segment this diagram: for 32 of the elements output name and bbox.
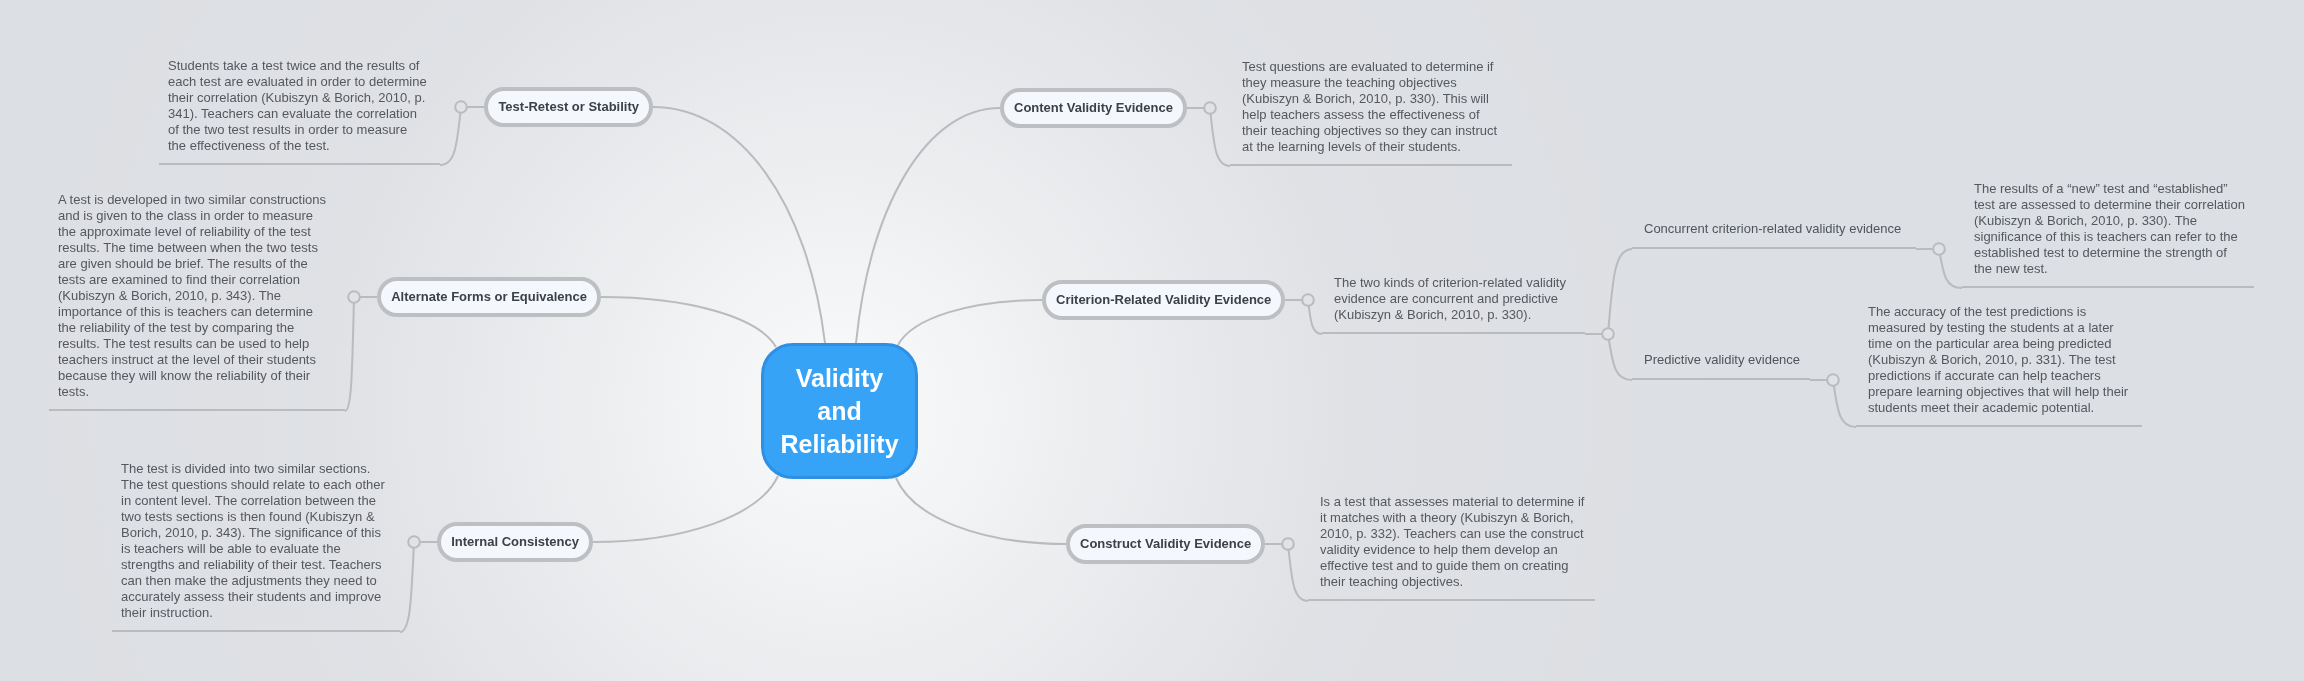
topic-node: Construct Validity Evidence bbox=[1066, 524, 1266, 564]
connector-line bbox=[399, 541, 438, 633]
topic-node: Alternate Forms or Equivalence bbox=[377, 277, 601, 317]
connector-line bbox=[1186, 107, 1231, 167]
topic-node: Internal Consistency bbox=[437, 522, 593, 562]
connector-line bbox=[1284, 299, 1323, 335]
topic-note: The accuracy of the test predictions is measured by testing the students at a later time on the particular area being predicted (Kubiszyn & Borich, 2010, p. 331). The test predictions if accurate can help teachers prepare learning objectives that will help their students meet their academic potential. bbox=[1856, 304, 2142, 427]
connector-line bbox=[897, 299, 1043, 346]
connector-line bbox=[439, 106, 485, 166]
topic-note: A test is developed in two similar constructions and is given to the class in order to measure the approximate level of reliability of the test results. The time between when the two tests are given should be brief. The results of the tests are examined to find their correlation (Kubiszyn & Borich, 2010, p. 343). The importance of this is teachers can determine the reliability of the test by comparing the results. The test results can be used to help teachers instruct at the level of their students because they will know the reliability of their tests. bbox=[49, 192, 345, 411]
connector-line bbox=[652, 106, 826, 344]
connector-line bbox=[1584, 248, 1633, 381]
topic-note: The two kinds of criterion-related validity evidence are concurrent and predictive (Kubiszyn & Borich, 2010, p. 330). bbox=[1322, 275, 1585, 334]
connector-line bbox=[895, 477, 1067, 545]
connector-line bbox=[1915, 248, 1963, 289]
topic-note: Test questions are evaluated to determine if they measure the teaching objectives (Kubiszyn & Borich, 2010, p. 330). This will help teachers assess the effectiveness of their teaching objectives so they can instruct at the learning levels of their students. bbox=[1230, 59, 1512, 166]
topic-node: Content Validity Evidence bbox=[1000, 88, 1187, 128]
connector-line bbox=[344, 296, 378, 412]
connector-line bbox=[600, 296, 777, 348]
topic-note: The test is divided into two similar sections. The test questions should relate to each other in content level. The correlation between the two tests sections is then found (Kubiszyn & Borich, 2010, p. 343). The significance of this is teachers will be able to evaluate the strengths and reliability of their test. Teachers can then make the adjustments they need to accurately assess their students and improve their instruction. bbox=[112, 461, 400, 632]
topic-note: Is a test that assesses material to determine if it matches with a theory (Kubiszyn & Borich, 2010, p. 332). Teachers can use the construct validity evidence to help them develop an effective test and to guide them on creating their teaching objectives. bbox=[1308, 494, 1595, 601]
connector-line bbox=[855, 107, 1001, 344]
connector-line bbox=[1809, 379, 1857, 428]
subtopic-label: Concurrent criterion-related validity evidence bbox=[1632, 221, 1916, 249]
topic-node: Test-Retest or Stability bbox=[484, 87, 653, 127]
topic-note: The results of a “new” test and “established” test are assessed to determine their correlation (Kubiszyn & Borich, 2010, p. 330). The significance of this is teachers can refer to the established test to determine the strength of the new test. bbox=[1962, 181, 2254, 288]
topic-node: Criterion-Related Validity Evidence bbox=[1042, 280, 1286, 320]
central-topic-node: Validity and Reliability bbox=[761, 343, 918, 479]
subtopic-label: Predictive validity evidence bbox=[1632, 352, 1810, 380]
connector-line bbox=[592, 475, 779, 543]
topic-note: Students take a test twice and the results of each test are evaluated in order to determine their correlation (Kubiszyn & Borich, 2010, p. 341). Teachers can evaluate the correlation of the two test results in order to measure the effectiveness of the test. bbox=[159, 58, 440, 165]
connector-line bbox=[1264, 543, 1309, 602]
